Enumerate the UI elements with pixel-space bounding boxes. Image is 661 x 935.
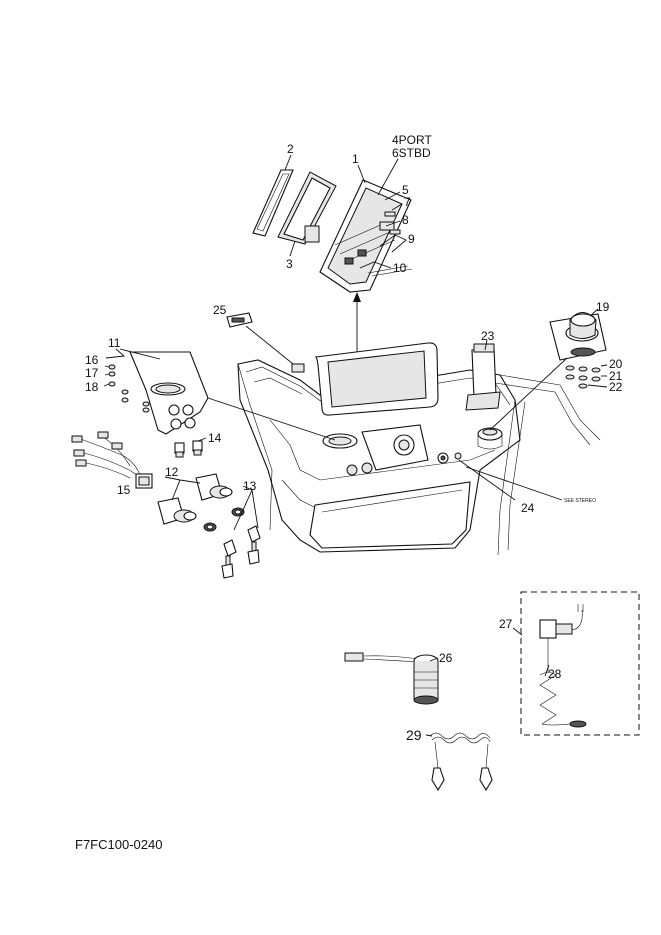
console-panel-features <box>322 424 462 476</box>
leader-29 <box>425 734 433 737</box>
callout-5: 5 <box>402 183 409 197</box>
leader-see-stereo <box>465 466 563 501</box>
leader-1 <box>357 164 366 184</box>
leader-14 <box>197 437 207 442</box>
callout-8: 8 <box>402 213 409 227</box>
leader-27 <box>512 627 523 636</box>
callout-29: 29 <box>406 727 422 743</box>
callout-4-port: 4PORT <box>392 133 432 147</box>
leader-7 <box>391 203 403 211</box>
switch-panel-part-11 <box>129 351 209 435</box>
assembly-arrow-head <box>353 292 361 302</box>
console-display-screen <box>314 342 439 416</box>
mount-part-23 <box>465 343 501 411</box>
leader-3 <box>289 240 296 257</box>
leader-19-socket <box>489 357 568 431</box>
callout-23: 23 <box>481 329 495 343</box>
callout-13: 13 <box>243 479 257 493</box>
leader-23 <box>484 339 488 351</box>
leader-12b <box>171 479 181 501</box>
knob-hardware-parts-20-22 <box>565 364 608 389</box>
lanyard-part-29 <box>429 732 493 792</box>
callout-12: 12 <box>165 465 179 479</box>
leader-2 <box>284 154 292 171</box>
callout-17: 17 <box>85 366 99 380</box>
leader-4-6 <box>377 158 399 196</box>
leader-25 <box>245 325 299 369</box>
screws-parts-16-18 <box>103 364 150 413</box>
leader-9a <box>379 234 407 247</box>
display-housing-part-3 <box>277 171 337 245</box>
display-bezel-part-2 <box>252 169 294 237</box>
caps-part-14 <box>174 440 203 458</box>
callout-6-stbd: 6STBD <box>392 146 431 160</box>
leader-24 <box>458 459 516 501</box>
leader-19 <box>589 308 599 317</box>
leader-10 <box>359 261 392 269</box>
leader-11b <box>119 348 161 360</box>
callout-2: 2 <box>287 142 294 156</box>
callout-14: 14 <box>208 431 222 445</box>
callout-1: 1 <box>352 152 359 166</box>
figure-code: F7FC100-0240 <box>75 837 163 852</box>
callout-24: 24 <box>521 501 535 515</box>
leader-13b <box>251 489 259 529</box>
control-knob-part-19 <box>549 312 607 361</box>
callout-18: 18 <box>85 380 99 394</box>
callout-25: 25 <box>213 303 227 317</box>
callout-11: 11 <box>108 336 121 350</box>
leader-panel-to-console <box>207 397 336 441</box>
kill-switch-part-26 <box>344 652 439 705</box>
callout-19: 19 <box>596 300 610 314</box>
switches-part-12 <box>157 473 233 525</box>
callout-3: 3 <box>286 257 293 271</box>
lanyard-switch-part-28 <box>539 604 587 728</box>
callout-16: 16 <box>85 353 99 367</box>
callout-21: 21 <box>609 369 623 383</box>
joystick-socket <box>477 427 503 450</box>
switch-mount-25 <box>291 363 305 373</box>
callout-10: 10 <box>393 261 407 275</box>
leader-28 <box>544 664 550 677</box>
bracket-hardware-parts-5-10 <box>367 211 413 277</box>
leader-11a <box>105 348 126 359</box>
callout-28: 28 <box>548 667 562 681</box>
note-see-stereo: SEE STEREO <box>564 498 596 504</box>
callout-22: 22 <box>609 380 623 394</box>
callout-20: 20 <box>609 357 623 371</box>
leader-5 <box>384 191 401 201</box>
leader-8 <box>385 220 401 227</box>
kit-box-part-27 <box>520 591 640 736</box>
wiring-harness-part-15 <box>71 431 153 489</box>
callout-26: 26 <box>439 651 453 665</box>
key-switches-part-13 <box>203 507 261 579</box>
switch-part-25 <box>226 312 253 328</box>
callout-9: 9 <box>408 232 415 246</box>
leader-9b <box>391 239 407 253</box>
callout-7: 7 <box>404 195 411 209</box>
leader-26 <box>429 657 439 662</box>
callout-15: 15 <box>117 483 131 497</box>
callout-27: 27 <box>499 617 513 631</box>
